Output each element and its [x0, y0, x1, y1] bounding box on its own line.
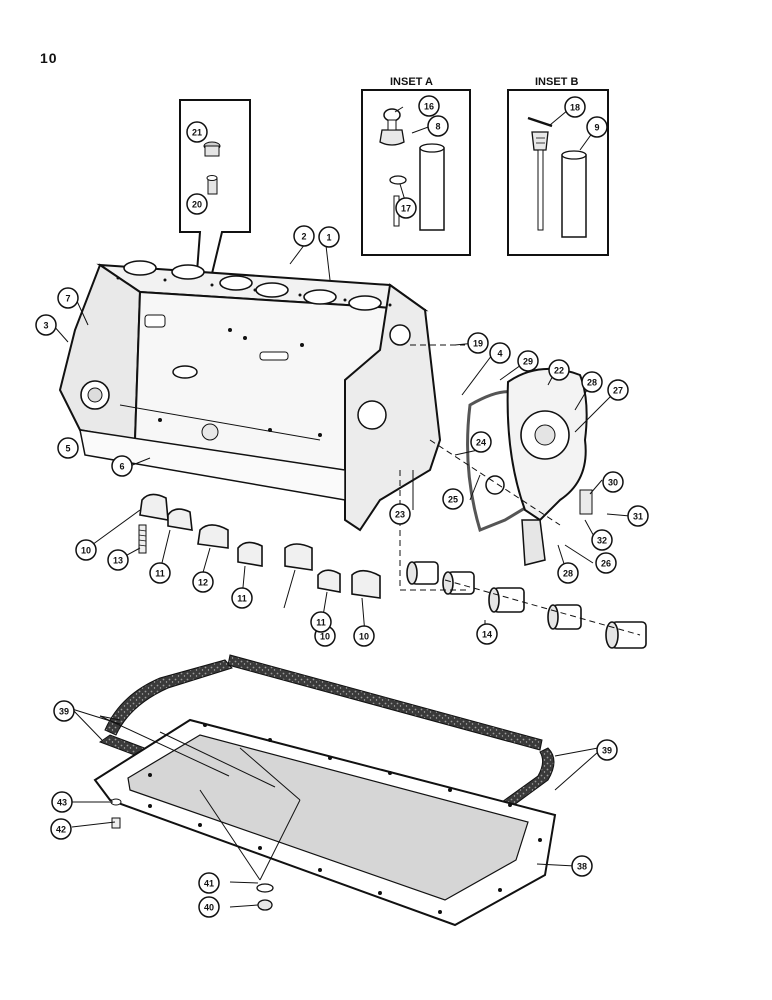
callout-4: 4 [489, 342, 511, 364]
callout-label: 26 [601, 559, 611, 569]
callout-label: 32 [597, 536, 607, 546]
inset-a-box [361, 89, 471, 256]
callout-41: 41 [198, 872, 220, 894]
callout-label: 11 [237, 594, 247, 604]
oil-pan [93, 718, 557, 927]
callout-28: 28 [557, 562, 579, 584]
callout-18: 18 [564, 96, 586, 118]
callout-label: 10 [359, 632, 369, 642]
callout-label: 13 [113, 556, 123, 566]
callout-label: 23 [395, 510, 405, 520]
callout-28: 28 [581, 371, 603, 393]
callout-21: 21 [186, 121, 208, 143]
callout-11: 11 [310, 611, 332, 633]
callout-label: 8 [435, 122, 440, 132]
callout-label: 4 [497, 349, 502, 359]
callout-label: 11 [316, 618, 326, 628]
callout-14: 14 [476, 623, 498, 645]
callout-12: 12 [192, 571, 214, 593]
callout-label: 10 [320, 632, 330, 642]
callout-24: 24 [470, 431, 492, 453]
callout-29: 29 [517, 350, 539, 372]
callout-20: 20 [186, 193, 208, 215]
callout-label: 24 [476, 438, 486, 448]
callout-label: 25 [448, 495, 458, 505]
callout-label: 28 [563, 569, 573, 579]
callout-22: 22 [548, 359, 570, 381]
callout-8: 8 [427, 115, 449, 137]
callout-9: 9 [586, 116, 608, 138]
callout-label: 40 [204, 903, 214, 913]
callout-38: 38 [571, 855, 593, 877]
callout-17: 17 [395, 197, 417, 219]
callout-2: 2 [293, 225, 315, 247]
callout-label: 19 [473, 339, 483, 349]
callout-label: 7 [65, 294, 70, 304]
callout-label: 18 [570, 103, 580, 113]
callout-label: 39 [602, 746, 612, 756]
callout-label: 3 [43, 321, 48, 331]
callout-10: 10 [75, 539, 97, 561]
callout-label: 9 [594, 123, 599, 133]
callout-label: 10 [81, 546, 91, 556]
callout-label: 39 [59, 707, 69, 717]
callout-label: 12 [198, 578, 208, 588]
callout-39: 39 [53, 700, 75, 722]
callout-5: 5 [57, 437, 79, 459]
callout-label: 31 [633, 512, 643, 522]
callout-label: 38 [577, 862, 587, 872]
callout-11: 11 [149, 562, 171, 584]
callout-23: 23 [389, 503, 411, 525]
callout-label: 14 [482, 630, 492, 640]
inset-a-title: INSET A [390, 76, 433, 88]
callout-label: 42 [56, 825, 66, 835]
callout-32: 32 [591, 529, 613, 551]
callout-label: 5 [65, 444, 70, 454]
callout-label: 2 [301, 232, 306, 242]
callout-16: 16 [418, 95, 440, 117]
callout-13: 13 [107, 549, 129, 571]
callout-label: 20 [192, 200, 202, 210]
callout-19: 19 [467, 332, 489, 354]
engine-block [58, 260, 442, 532]
cam-bearings [406, 561, 647, 649]
callout-27: 27 [607, 379, 629, 401]
bolt-13 [138, 524, 147, 554]
callout-label: 1 [326, 233, 331, 243]
callout-43: 43 [51, 791, 73, 813]
gear-cover-assembly [466, 367, 593, 566]
inset-b-box [507, 89, 609, 256]
callout-label: 41 [204, 879, 214, 889]
callout-label: 29 [523, 357, 533, 367]
main-bearing-caps [139, 493, 381, 599]
callout-3: 3 [35, 314, 57, 336]
callout-30: 30 [602, 471, 624, 493]
callout-1: 1 [318, 226, 340, 248]
page-number: 10 [40, 50, 58, 66]
callout-7: 7 [57, 287, 79, 309]
callout-31: 31 [627, 505, 649, 527]
callout-label: 43 [57, 798, 67, 808]
callout-26: 26 [595, 552, 617, 574]
callout-10: 10 [353, 625, 375, 647]
callout-label: 28 [587, 378, 597, 388]
inset-b-title: INSET B [535, 76, 579, 88]
callout-42: 42 [50, 818, 72, 840]
callout-label: 22 [554, 366, 564, 376]
callout-11: 11 [231, 587, 253, 609]
callout-25: 25 [442, 488, 464, 510]
callout-label: 16 [424, 102, 434, 112]
callout-label: 6 [119, 462, 124, 472]
callout-39: 39 [596, 739, 618, 761]
callout-label: 21 [192, 128, 202, 138]
callout-6: 6 [111, 455, 133, 477]
callout-label: 17 [401, 204, 411, 214]
callout-40: 40 [198, 896, 220, 918]
callout-label: 27 [613, 386, 623, 396]
callout-label: 11 [155, 569, 165, 579]
callout-label: 30 [608, 478, 618, 488]
